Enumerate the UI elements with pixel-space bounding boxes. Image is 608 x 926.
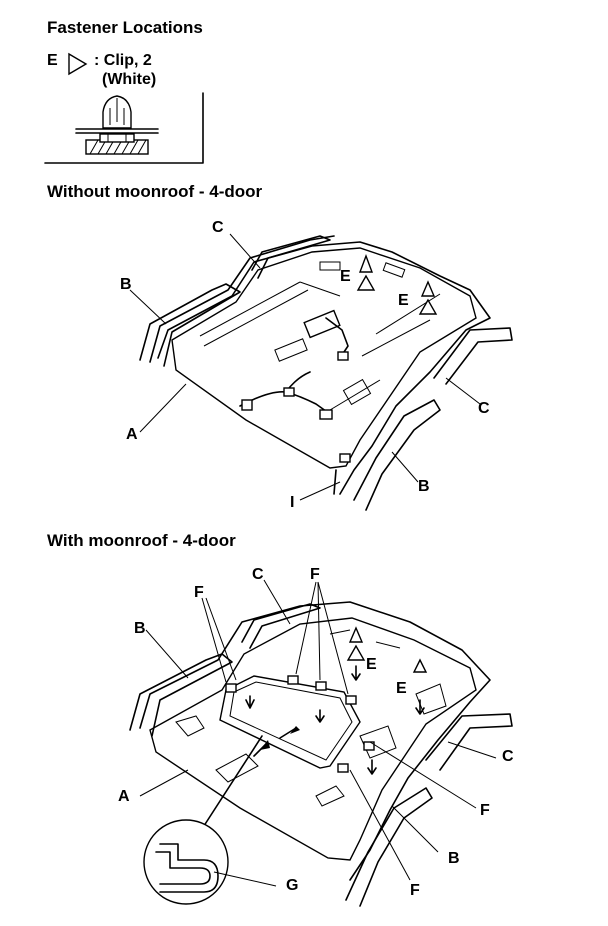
label-b-right-bottom-diagram: B bbox=[448, 850, 460, 867]
label-f-left-bottom-diagram: F bbox=[194, 584, 204, 601]
legend-clip-color: (White) bbox=[102, 71, 157, 88]
clip-symbol-icon bbox=[68, 52, 88, 76]
label-a-bottom-diagram: A bbox=[118, 788, 130, 805]
headliner-with-moonroof-drawing bbox=[129, 579, 513, 907]
diagram-title-without-moonroof: Without moonroof - 4-door bbox=[47, 182, 263, 201]
label-f-right-bottom-diagram: F bbox=[480, 802, 490, 819]
legend-title: Fastener Locations bbox=[47, 18, 203, 37]
label-f-bottom-bottom-diagram: F bbox=[410, 882, 420, 899]
label-e2-bottom-diagram: E bbox=[396, 680, 407, 697]
label-c-top-diagram: C bbox=[212, 219, 224, 236]
label-g-bottom-diagram: G bbox=[286, 877, 299, 894]
label-i-top-diagram: I bbox=[290, 494, 295, 511]
label-c-top-bottom-diagram: C bbox=[252, 566, 264, 583]
legend-clip-desc: : Clip, 2 bbox=[94, 52, 152, 69]
label-e1-bottom-diagram: E bbox=[366, 656, 377, 673]
label-e1-top-diagram: E bbox=[340, 268, 351, 285]
legend-key-letter: E bbox=[47, 52, 58, 69]
label-b-right-top-diagram: B bbox=[418, 478, 430, 495]
label-b-left-bottom-diagram: B bbox=[134, 620, 146, 637]
label-e2-top-diagram: E bbox=[398, 292, 409, 309]
headliner-without-moonroof-drawing bbox=[129, 233, 513, 511]
label-c-right-top-diagram: C bbox=[478, 400, 490, 417]
label-c-right-bottom-diagram: C bbox=[502, 748, 514, 765]
label-a-top-diagram: A bbox=[126, 426, 138, 443]
clip-detail-illustration bbox=[44, 92, 204, 164]
label-b-left-top-diagram: B bbox=[120, 276, 132, 293]
diagram-title-with-moonroof: With moonroof - 4-door bbox=[47, 531, 236, 550]
label-f-top-bottom-diagram: F bbox=[310, 566, 320, 583]
